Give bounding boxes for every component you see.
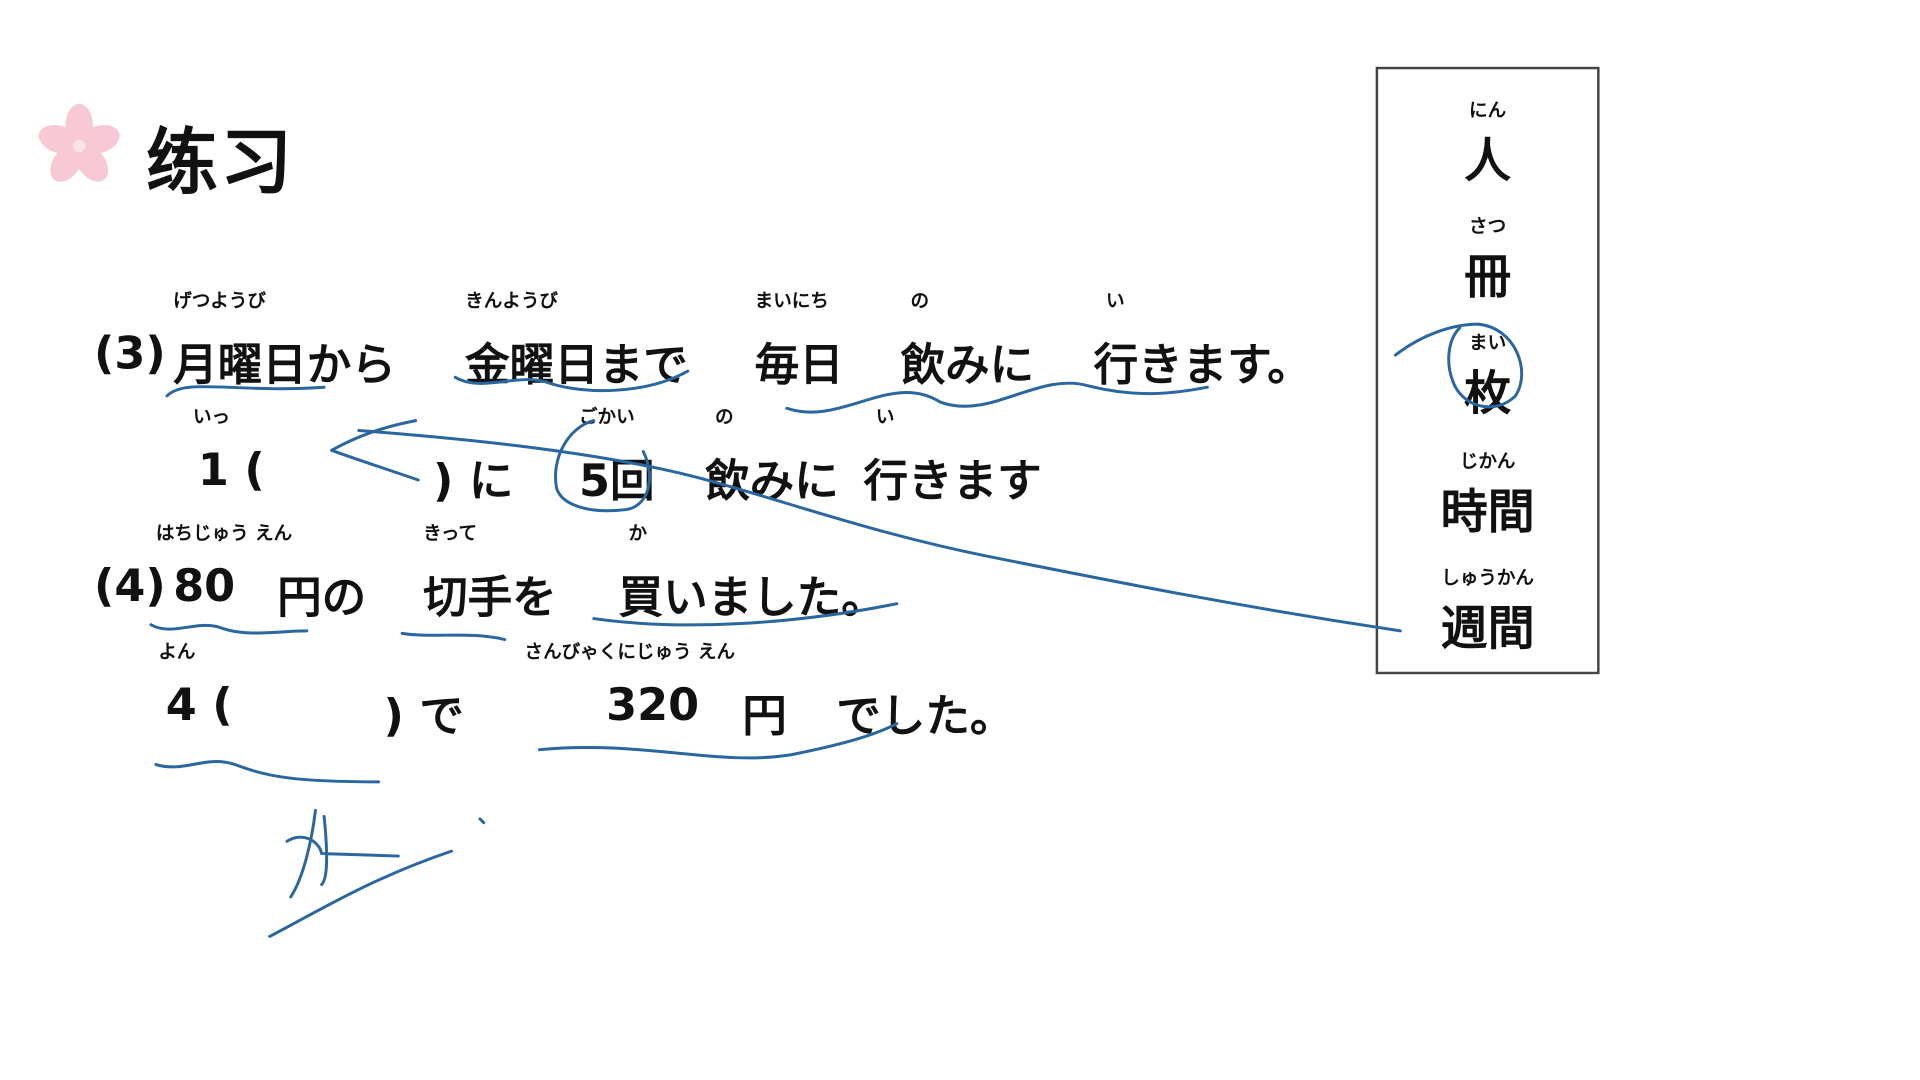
word: きんようび金曜日まで: [465, 289, 688, 391]
word: い行きます。: [1093, 289, 1312, 391]
word: か買いました。: [618, 522, 886, 624]
word: ) で: [383, 691, 464, 743]
sakura-flower-icon: [38, 103, 120, 182]
word: の飲みに: [900, 289, 1035, 391]
q3-label: (3): [94, 329, 166, 380]
word: まいにち毎日: [754, 289, 844, 391]
word: きって切手を: [423, 522, 557, 624]
word: の飲みに: [705, 405, 839, 508]
counter-item: さつ冊: [1464, 215, 1512, 305]
word: い行きます: [863, 405, 1042, 508]
counter-list-box: にん人 さつ冊 まい枚 じかん時間 しゅうかん週間: [1375, 66, 1600, 675]
counter-item: じかん時間: [1440, 450, 1535, 540]
counter-item: まい枚: [1464, 331, 1512, 421]
q4-label: (4): [94, 561, 166, 613]
word: ) に: [432, 456, 514, 508]
word: 円の: [277, 572, 367, 624]
word: げつようび月曜日から: [173, 289, 396, 391]
page-title: 练习: [145, 119, 295, 205]
counter-item: しゅうかん週間: [1440, 566, 1535, 656]
counter-item: にん人: [1464, 98, 1512, 189]
word: でした。: [836, 691, 1015, 743]
word: 円: [742, 691, 787, 743]
